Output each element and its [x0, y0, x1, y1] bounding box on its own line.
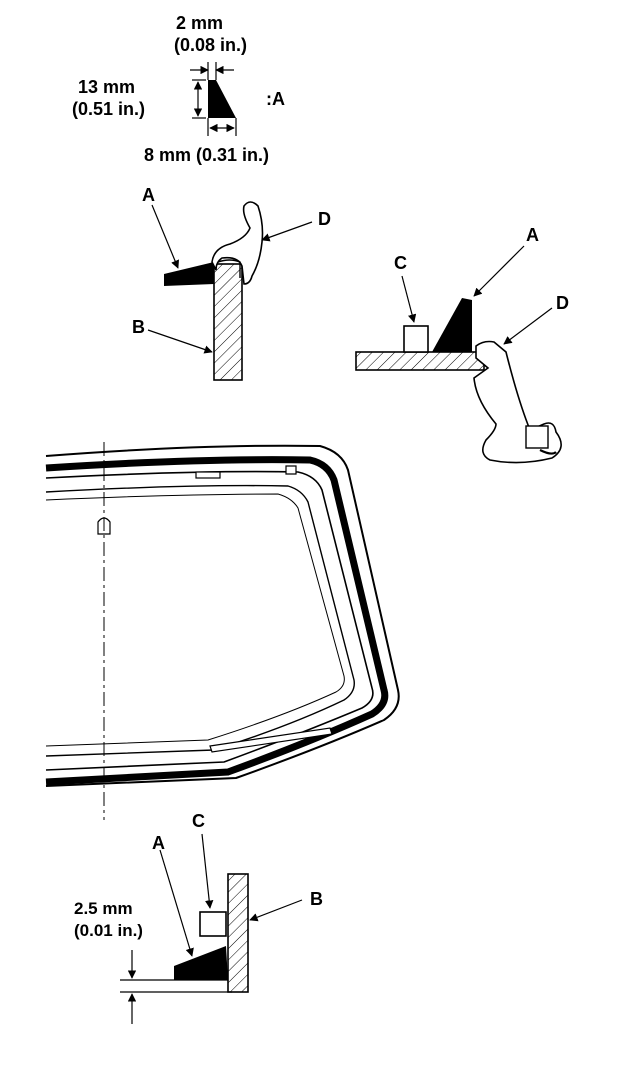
label-c-top-right: C — [394, 253, 407, 273]
profile-height-mm: 13 mm — [78, 77, 136, 97]
profile-width-mm: 2 mm — [176, 13, 224, 33]
top-right-detail — [355, 245, 562, 464]
windshield-outline — [45, 442, 400, 820]
label-a-top-left: A — [142, 185, 155, 205]
bottom-offset-mm: 2.5 mm — [74, 899, 133, 918]
dam-profile — [190, 62, 237, 136]
label-a-top-right: A — [526, 225, 539, 245]
profile-height-in: (0.51 in.) — [72, 99, 146, 119]
glass-b — [213, 263, 243, 381]
dam-a — [164, 262, 214, 286]
dam-a-right — [432, 298, 472, 352]
top-left-detail — [147, 201, 313, 381]
label-d-top-right: D — [556, 293, 569, 313]
spacer-c-bottom — [199, 911, 227, 937]
bottom-detail — [120, 833, 303, 1024]
profile-width-in: (0.08 in.) — [174, 35, 248, 55]
bottom-offset-in: (0.01 in.) — [74, 921, 143, 940]
dam-profile-shape — [208, 80, 236, 118]
label-b-bottom: B — [310, 889, 323, 909]
glass-horizontal — [355, 351, 485, 371]
label-c-bottom: C — [192, 811, 205, 831]
label-b-top-left: B — [132, 317, 145, 337]
dam-a-bottom — [174, 946, 228, 980]
label-d-top-left: D — [318, 209, 331, 229]
profile-base: 8 mm (0.31 in.) — [144, 145, 270, 165]
spacer-c — [403, 325, 429, 353]
profile-ref-label: :A — [266, 89, 285, 109]
label-a-bottom: A — [152, 833, 165, 853]
molding-d — [211, 201, 264, 285]
glass-b-bottom — [227, 873, 249, 993]
